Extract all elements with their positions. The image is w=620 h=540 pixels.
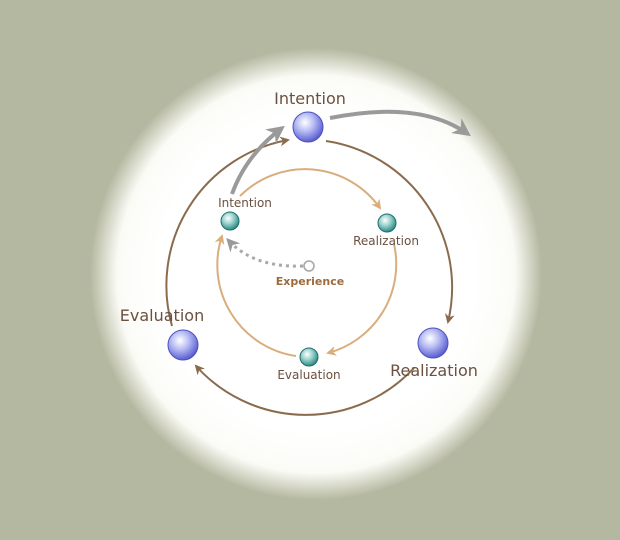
inner-label-realization: Realization (353, 234, 419, 248)
inner-arrow-intention-to-realization (239, 168, 382, 210)
grey-arrow-outward (329, 109, 471, 137)
outer-node-intention (292, 111, 324, 143)
outer-label-evaluation: Evaluation (120, 306, 204, 325)
experience-arrow (226, 238, 304, 268)
inner-arrow-evaluation-to-intention (214, 234, 297, 357)
outer-node-evaluation (167, 329, 199, 361)
outer-arrow-intention-to-realization (325, 140, 455, 324)
experience-node (303, 260, 315, 272)
grey-arrow-inner-to-outer-intention (230, 125, 285, 195)
inner-node-evaluation (299, 347, 319, 367)
outer-arrow-evaluation-to-intention (165, 136, 290, 327)
outer-arrow-realization-to-evaluation (194, 364, 415, 416)
inner-arrow-realization-to-evaluation (326, 243, 398, 356)
outer-label-realization: Realization (390, 361, 478, 380)
inner-label-evaluation: Evaluation (277, 368, 340, 382)
inner-node-intention (220, 211, 240, 231)
outer-label-intention: Intention (274, 89, 346, 108)
outer-node-realization (417, 327, 449, 359)
inner-label-intention: Intention (218, 196, 272, 210)
inner-node-realization (377, 213, 397, 233)
background-glow (90, 48, 542, 500)
experience-label: Experience (276, 275, 344, 288)
